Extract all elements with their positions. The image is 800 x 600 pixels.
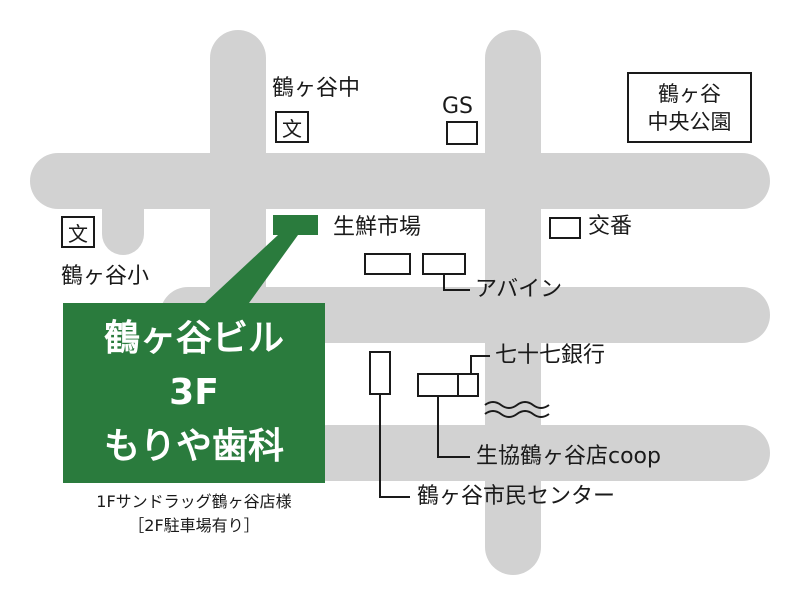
police-box-label: 交番	[588, 214, 633, 239]
river-symbol	[484, 401, 550, 418]
gas-station-label: GS	[442, 94, 474, 119]
civic-center-label: 鶴ヶ谷市民センター	[417, 484, 616, 509]
clinic-name: もりや歯科	[103, 426, 284, 467]
location-marker-pointer	[205, 235, 298, 303]
road-spur-elementary	[102, 185, 144, 255]
clinic-note-line1: 1Fサンドラッグ鶴ヶ谷店様	[96, 492, 292, 511]
coop-leader-line	[437, 396, 470, 458]
abain-leader-line	[443, 274, 470, 291]
junior-high-label: 鶴ヶ谷中	[272, 76, 361, 101]
coop-label: 生協鶴ヶ谷店coop	[476, 444, 661, 469]
bank-building	[457, 373, 479, 397]
fresh-market-building	[364, 253, 411, 275]
clinic-highlight-box: 鶴ヶ谷ビル 3F もりや歯科	[63, 303, 325, 483]
bank-label: 七十七銀行	[495, 343, 606, 368]
coop-building	[417, 373, 459, 397]
road-horizontal-bottom	[300, 425, 770, 481]
abain-building	[422, 253, 466, 275]
central-park-label-line2: 中央公園	[647, 109, 732, 134]
clinic-floor: 3F	[169, 372, 219, 413]
bank-leader-line	[470, 355, 490, 374]
central-park-box: 鶴ヶ谷 中央公園	[627, 72, 752, 143]
gas-station-building	[446, 121, 478, 145]
police-box-symbol	[549, 217, 581, 239]
central-park-label-line1: 鶴ヶ谷	[658, 81, 721, 106]
elementary-school-symbol: 文	[61, 216, 95, 248]
clinic-note-line2: ［2F駐車場有り］	[128, 516, 260, 535]
abain-label: アバイン	[475, 277, 563, 302]
civic-center-leader-line	[379, 394, 410, 498]
fresh-market-label: 生鮮市場	[333, 215, 422, 240]
clinic-building-name: 鶴ヶ谷ビル	[103, 318, 284, 359]
location-marker-bar	[273, 215, 318, 235]
civic-center-building	[369, 351, 391, 395]
elementary-label: 鶴ヶ谷小	[61, 264, 150, 289]
road-horizontal-top	[30, 153, 770, 209]
junior-high-school-symbol: 文	[275, 111, 309, 143]
